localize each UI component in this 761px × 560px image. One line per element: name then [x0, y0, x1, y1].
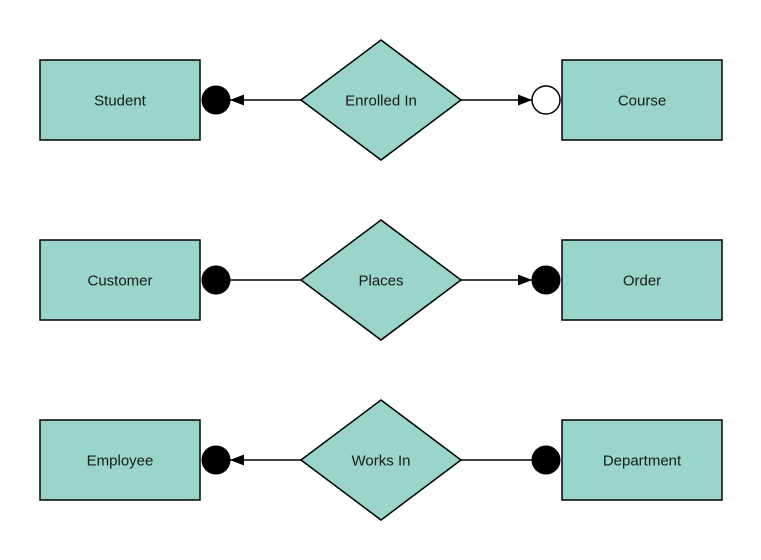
filled-circle-terminator	[531, 265, 561, 295]
entity-label: Customer	[87, 272, 152, 289]
arrowhead-icon	[230, 94, 244, 106]
arrowhead-icon	[518, 94, 532, 106]
relationship-label: Places	[358, 272, 403, 289]
entity-label: Employee	[87, 452, 154, 469]
entity-box-customer	[39, 239, 201, 321]
entity-box-order	[561, 239, 723, 321]
diagram-row-employment: Employee Works In Department	[39, 399, 723, 521]
filled-circle-terminator	[531, 445, 561, 475]
connectors-row-1	[201, 85, 561, 115]
connectors-row-2	[201, 265, 561, 295]
relationship-diamond-enrolled-in	[299, 39, 463, 161]
arrowhead-icon	[518, 274, 532, 286]
diagram-row-enrollment: Student Enrolled In Course	[39, 39, 723, 161]
connectors-row-3	[201, 445, 561, 475]
filled-circle-terminator	[201, 445, 231, 475]
relationship-diamond-places	[299, 219, 463, 341]
entity-box-department	[561, 419, 723, 501]
arrowhead-icon	[230, 454, 244, 466]
diagram-row-orders: Customer Places Order	[39, 219, 723, 341]
entity-label: Order	[623, 272, 661, 289]
entity-label: Course	[618, 92, 666, 109]
filled-circle-terminator	[201, 265, 231, 295]
open-circle-terminator	[531, 85, 561, 115]
filled-circle-terminator	[201, 85, 231, 115]
entity-box-course	[561, 59, 723, 141]
relationship-label: Enrolled In	[345, 92, 417, 109]
entity-label: Department	[603, 452, 682, 469]
entity-label: Student	[94, 92, 147, 109]
entity-box-student	[39, 59, 201, 141]
relationship-diamond-works-in	[299, 399, 463, 521]
relationship-label: Works In	[352, 452, 411, 469]
entity-box-employee	[39, 419, 201, 501]
